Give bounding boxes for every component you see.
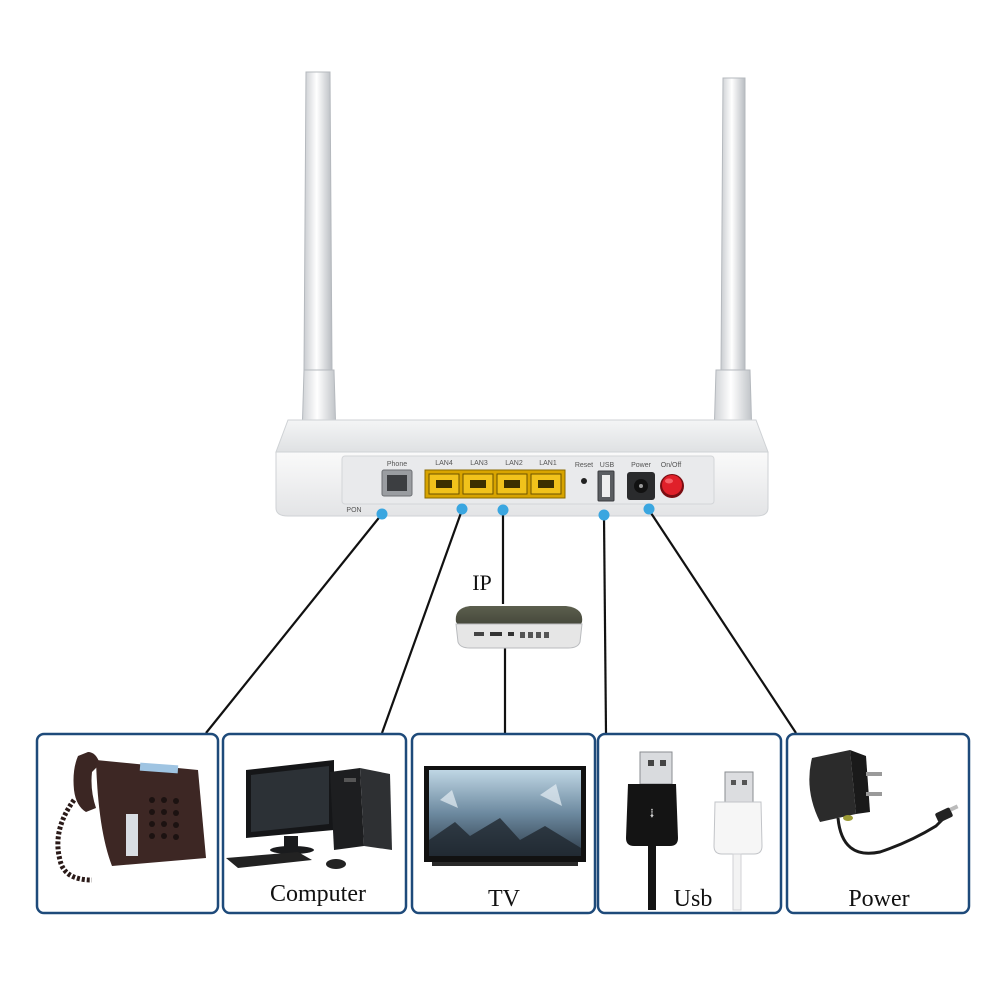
port-label-onoff: On/Off xyxy=(661,462,682,469)
usb-port xyxy=(597,470,615,502)
router: Phone LAN4 LAN3 LAN2 LAN1 Reset USB Powe… xyxy=(275,71,769,517)
connection-wires xyxy=(205,509,797,734)
device-box-usb: ⭭ Usb xyxy=(596,732,783,915)
connector-dot-power xyxy=(643,503,655,515)
power-jack xyxy=(627,472,655,500)
device-box-computer: Computer xyxy=(221,732,408,915)
wire-power xyxy=(648,509,797,734)
port-label-lan3: LAN3 xyxy=(470,460,488,467)
device-box-phone xyxy=(35,732,220,915)
device-label-usb: Usb xyxy=(674,886,713,912)
port-label-reset: Reset xyxy=(575,462,593,469)
connector-dots xyxy=(376,503,655,521)
port-label-lan4: LAN4 xyxy=(435,460,453,467)
port-label-usb: USB xyxy=(600,462,615,469)
tv-icon xyxy=(424,766,586,866)
wire-phone xyxy=(205,513,383,734)
router-top-surface xyxy=(275,419,769,453)
device-label-tv: TV xyxy=(488,886,521,912)
device-label-power: Power xyxy=(848,886,909,912)
device-box-power: Power xyxy=(785,732,971,915)
svg-text:⭭: ⭭ xyxy=(650,806,655,822)
reset-hole xyxy=(581,478,587,484)
connector-dot-lan2 xyxy=(497,504,509,516)
port-label-lan2: LAN2 xyxy=(505,460,523,467)
device-box-tv: TV xyxy=(410,732,597,915)
ip-settop-box xyxy=(455,606,583,649)
power-adapter-icon xyxy=(809,750,959,855)
port-label-lan1: LAN1 xyxy=(539,460,557,467)
connector-dot-lan4 xyxy=(456,503,468,515)
phone-port xyxy=(381,469,413,497)
lan-ports xyxy=(424,469,566,499)
port-label-phone: Phone xyxy=(387,461,407,468)
usb-cable-white-icon xyxy=(713,771,763,911)
telephone-icon xyxy=(55,752,206,883)
connector-dot-phone xyxy=(376,508,388,520)
connector-dot-usb xyxy=(598,509,610,521)
settop-label: IP xyxy=(472,570,492,595)
power-button xyxy=(660,474,684,498)
port-label-power: Power xyxy=(631,462,652,469)
wire-computer xyxy=(380,509,464,734)
computer-icon xyxy=(226,760,392,869)
wire-usb xyxy=(602,515,608,734)
device-label-computer: Computer xyxy=(270,881,366,907)
usb-cable-black-icon: ⭭ xyxy=(626,751,678,910)
port-label-pon: PON xyxy=(346,507,361,514)
